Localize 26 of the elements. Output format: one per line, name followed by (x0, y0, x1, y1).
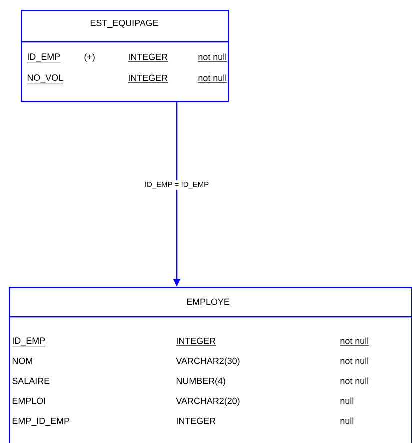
column-cell: VARCHAR2(30) (176, 358, 240, 366)
column-cell: not null (340, 338, 370, 346)
column-cell: NOM (12, 358, 32, 364)
column-cell: VARCHAR2(20) (176, 398, 240, 406)
column-cell: (+) (84, 54, 95, 62)
column-cell: not null (198, 74, 228, 83)
column-cell: EMP_ID_EMP (12, 418, 70, 426)
column-cell: ID_EMP (12, 338, 46, 348)
column-cell: null (340, 398, 354, 404)
column-cell: INTEGER (177, 418, 216, 424)
column-cell: not null (198, 54, 228, 62)
column-cell: INTEGER (176, 338, 216, 346)
column-cell: null (340, 418, 354, 424)
column-cell: NO_VOL (27, 74, 64, 84)
column-cell: SALAIRE (12, 378, 50, 384)
table-box (21, 10, 230, 102)
column-cell: ID_EMP (27, 54, 61, 64)
column-cell: not null (340, 358, 368, 364)
column-cell: INTEGER (128, 74, 168, 83)
table-name: EMPLOYE (187, 298, 230, 306)
table-box (9, 287, 412, 443)
column-cell: not null (340, 378, 368, 384)
column-cell: NUMBER(4) (176, 378, 226, 386)
column-cell: INTEGER (128, 54, 168, 62)
column-cell: EMPLOI (12, 398, 46, 404)
table-name: EST_EQUIPAGE (90, 20, 158, 28)
